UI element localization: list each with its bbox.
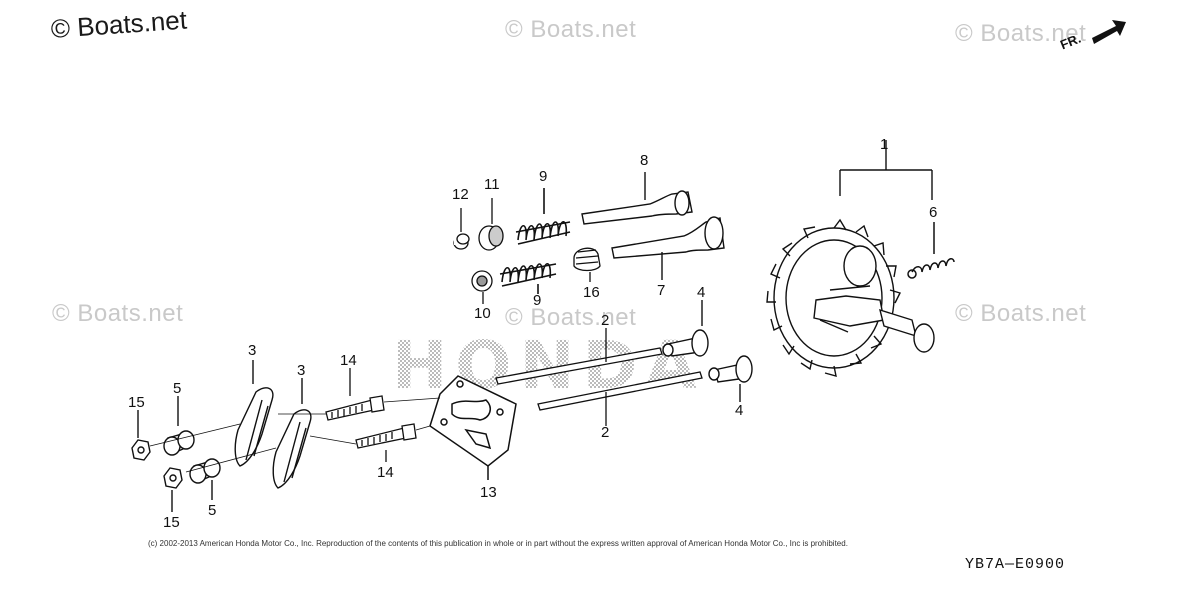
callout-14: 14: [340, 352, 357, 369]
callout-10: 10: [474, 305, 491, 322]
retainer-part: [478, 198, 504, 251]
rocker-arm-part: [272, 378, 312, 489]
watermark: © Boats.net: [955, 300, 1087, 327]
callout-5: 5: [173, 380, 182, 397]
watermark: © Boats.net: [52, 300, 184, 327]
fr-arrow-icon: [1092, 20, 1126, 44]
push-rod-part: [495, 328, 703, 426]
copyright-notice: (c) 2002-2013 American Honda Motor Co., …: [148, 539, 848, 548]
callout-16: 16: [583, 284, 600, 301]
callout-11: 11: [484, 176, 500, 193]
callout-12: 12: [452, 186, 469, 203]
callout-14: 14: [377, 464, 394, 481]
spring-part: [907, 222, 955, 279]
callout-15: 15: [163, 514, 180, 531]
callout-7: 7: [657, 282, 666, 299]
pivot-part: [163, 396, 195, 456]
camshaft-gear-part: [766, 140, 935, 377]
nut-part: [163, 467, 183, 512]
assembly-line: [149, 397, 441, 473]
callout-8: 8: [640, 152, 649, 169]
nut-part: [131, 410, 151, 461]
svg-text:HONDA: HONDA: [392, 327, 704, 404]
valve-part: [611, 216, 725, 280]
callout-5: 5: [208, 502, 217, 519]
callout-6: 6: [929, 204, 938, 221]
tappet-part: [662, 300, 709, 357]
callout-2: 2: [601, 312, 610, 329]
retainer-part: [471, 270, 493, 304]
diagram-code: YB7A—E0900: [965, 556, 1066, 573]
pivot-part: [189, 458, 221, 500]
stud-bolt-part: [355, 423, 417, 462]
valve-spring-part: [515, 188, 571, 245]
callout-4: 4: [697, 284, 706, 301]
valve-spring-part: [499, 262, 557, 294]
valve-part: [581, 172, 693, 225]
callout-13: 13: [480, 484, 497, 501]
rocker-arm-part: [234, 360, 274, 467]
callout-2: 2: [601, 424, 610, 441]
callout-1: 1: [880, 136, 889, 153]
callout-9: 9: [533, 292, 542, 309]
watermark: © Boats.net: [955, 20, 1087, 47]
callout-3: 3: [297, 362, 306, 379]
honda-logo-watermark: HONDA: [392, 327, 704, 404]
callout-9: 9: [539, 168, 548, 185]
watermark: © Boats.net: [505, 304, 637, 331]
watermark: © Boats.net: [505, 16, 637, 43]
tappet-part: [708, 355, 753, 402]
valve-cap-part: [453, 208, 470, 250]
push-rod-guide-plate-part: [429, 375, 517, 480]
valve-seal-part: [573, 247, 601, 282]
callout-4: 4: [735, 402, 744, 419]
callout-15: 15: [128, 394, 145, 411]
stud-bolt-part: [325, 368, 385, 421]
callout-3: 3: [248, 342, 257, 359]
